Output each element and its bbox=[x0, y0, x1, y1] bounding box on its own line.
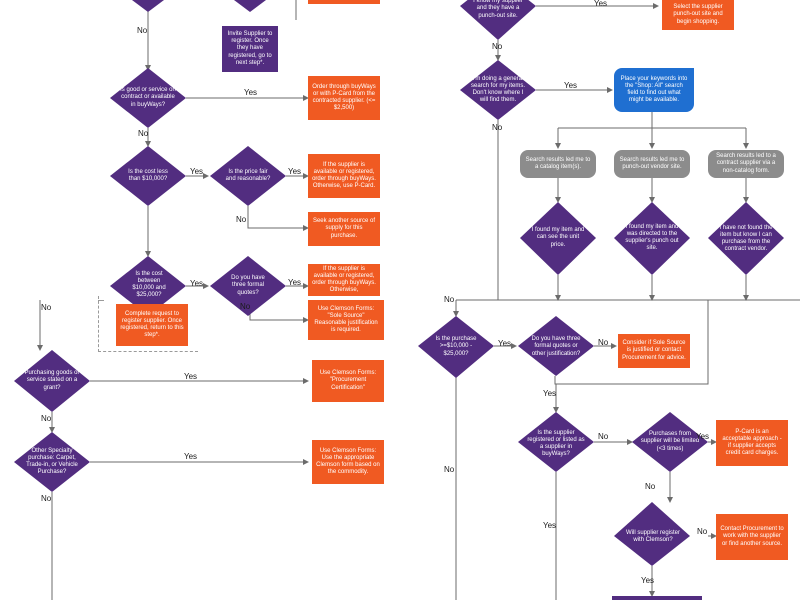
cost-10k-question: Is the cost less than $10,000? bbox=[128, 168, 168, 182]
decision-diamond-top-left-a bbox=[132, 0, 164, 12]
decision-diamond-registered bbox=[518, 412, 594, 472]
label-no: No bbox=[41, 494, 52, 503]
decision-diamond-found-catalog bbox=[520, 202, 596, 275]
grant-question: Purchasing goods or service stated on a … bbox=[24, 370, 80, 391]
decision-diamond-top-left-b bbox=[234, 0, 266, 12]
result-catalog-box: Search results led me to a catalog item(… bbox=[520, 150, 596, 178]
punchout-question: I know my supplier and they have a punch… bbox=[473, 0, 523, 19]
complete-request-box: Complete request to register supplier. O… bbox=[116, 304, 188, 346]
label-no: No bbox=[492, 123, 503, 132]
dashed-frame-top bbox=[98, 300, 104, 301]
decision-diamond-contract bbox=[110, 68, 186, 128]
label-no: No bbox=[137, 26, 148, 35]
will-register-question: Will supplier register with Clemson? bbox=[626, 529, 681, 543]
decision-diamond-found-punchout bbox=[614, 202, 690, 275]
seek-supply-box: Seek another source of supply for this p… bbox=[308, 212, 380, 246]
specialty-result-box: Use Clemson Forms: Use the appropriate C… bbox=[312, 440, 384, 484]
result-noncatalog-box: Search results led to a contract supplie… bbox=[708, 150, 784, 178]
label-yes: Yes bbox=[543, 389, 557, 398]
general-search-text: I'm doing a general search for my items.… bbox=[470, 75, 525, 104]
label-yes: Yes bbox=[696, 432, 710, 441]
decision-diamond-grant bbox=[14, 350, 90, 412]
result-punchout-box: Search results led me to punch-out vendo… bbox=[614, 150, 690, 178]
label-no: No bbox=[444, 295, 455, 304]
label-yes: Yes bbox=[184, 372, 198, 381]
label-yes: Yes bbox=[288, 167, 302, 176]
label-yes: Yes bbox=[288, 278, 302, 287]
limited-question: Purchases from supplier will be limited … bbox=[640, 431, 700, 452]
connector bbox=[247, 206, 309, 231]
registered-question: Is the supplier registered or listed as … bbox=[527, 429, 585, 458]
bottom-purple-box bbox=[612, 596, 702, 600]
label-no: No bbox=[697, 527, 708, 536]
contract-question: Is good or service on contract or availa… bbox=[120, 87, 176, 108]
decision-diamond-specialty bbox=[14, 432, 90, 492]
keywords-box: Place your keywords into the "Shop: All"… bbox=[614, 68, 694, 112]
pcard-result-box: P-Card is an acceptable approach - if su… bbox=[716, 420, 788, 466]
three-quotes-other-question: Do you have three formal quotes or other… bbox=[531, 336, 581, 357]
price-fair-question: Is the price fair and reasonable? bbox=[225, 168, 271, 182]
label-no: No bbox=[598, 432, 609, 441]
label-yes: Yes bbox=[594, 0, 608, 8]
label-no: No bbox=[492, 42, 503, 51]
label-yes: Yes bbox=[543, 521, 557, 530]
decision-diamond-will-register bbox=[614, 502, 690, 566]
label-no: No bbox=[240, 302, 251, 311]
punchout-result-box: Select the supplier punch-out site and b… bbox=[662, 0, 734, 30]
label-yes: Yes bbox=[641, 576, 655, 585]
grant-result-box: Use Clemson Forms: "Procurement Certific… bbox=[312, 360, 384, 402]
dashed-frame bbox=[98, 296, 198, 352]
contract-result-box: Order through buyWays or with P-Card fro… bbox=[308, 76, 380, 120]
decision-diamond-three-quotes bbox=[210, 256, 286, 316]
decision-diamond-not-found bbox=[708, 202, 784, 275]
cost-between-question: Is the cost between $10,000 and $25,000? bbox=[132, 270, 166, 299]
invite-supplier-box: Invite Supplier to register. Once they h… bbox=[222, 26, 278, 72]
found-punchout-text: I found my item and was directed to the … bbox=[625, 223, 679, 252]
label-no: No bbox=[645, 482, 656, 491]
label-yes: Yes bbox=[498, 339, 512, 348]
label-no: No bbox=[598, 338, 609, 347]
consider-sole-box: Consider if Sole Source is justified or … bbox=[618, 334, 690, 368]
purchase-question: Is the purchase >=$10,000 - $25,000? bbox=[435, 336, 477, 357]
decision-diamond-punchout bbox=[460, 0, 536, 40]
not-found-text: I have not found the item but know I can… bbox=[719, 224, 773, 253]
top-left-orange-box bbox=[308, 0, 380, 4]
decision-diamond-general-search bbox=[460, 60, 536, 120]
label-yes: Yes bbox=[564, 81, 578, 90]
label-no: No bbox=[236, 215, 247, 224]
label-no: No bbox=[444, 465, 455, 474]
label-yes: Yes bbox=[190, 279, 204, 288]
connector bbox=[554, 300, 709, 385]
decision-diamond-cost-between bbox=[110, 256, 186, 316]
decision-diamond-cost-10k bbox=[110, 146, 186, 206]
decision-diamond-limited bbox=[632, 412, 708, 472]
contact-procurement-box: Contact Procurement to work with the sup… bbox=[716, 514, 788, 560]
three-quotes-question: Do you have three formal quotes? bbox=[231, 275, 265, 296]
decision-diamond-three-quotes-other bbox=[518, 316, 594, 376]
specialty-question: Other Specialty purchase: Carpet, Trade-… bbox=[26, 447, 78, 476]
label-no: No bbox=[138, 129, 149, 138]
label-yes: Yes bbox=[190, 167, 204, 176]
label-yes: Yes bbox=[244, 88, 258, 97]
decision-diamond-purchase bbox=[418, 316, 494, 378]
supplier-available-box-2: If the supplier is available or register… bbox=[308, 264, 380, 296]
supplier-available-box: If the supplier is available or register… bbox=[308, 154, 380, 198]
found-catalog-text: I found my item and can see the unit pri… bbox=[531, 227, 585, 248]
decision-diamond-price-fair bbox=[210, 146, 286, 206]
label-yes: Yes bbox=[184, 452, 198, 461]
label-no: No bbox=[41, 303, 52, 312]
sole-source-box: Use Clemson Forms: "Sole Source" Reasona… bbox=[308, 300, 384, 340]
label-no: No bbox=[41, 414, 52, 423]
